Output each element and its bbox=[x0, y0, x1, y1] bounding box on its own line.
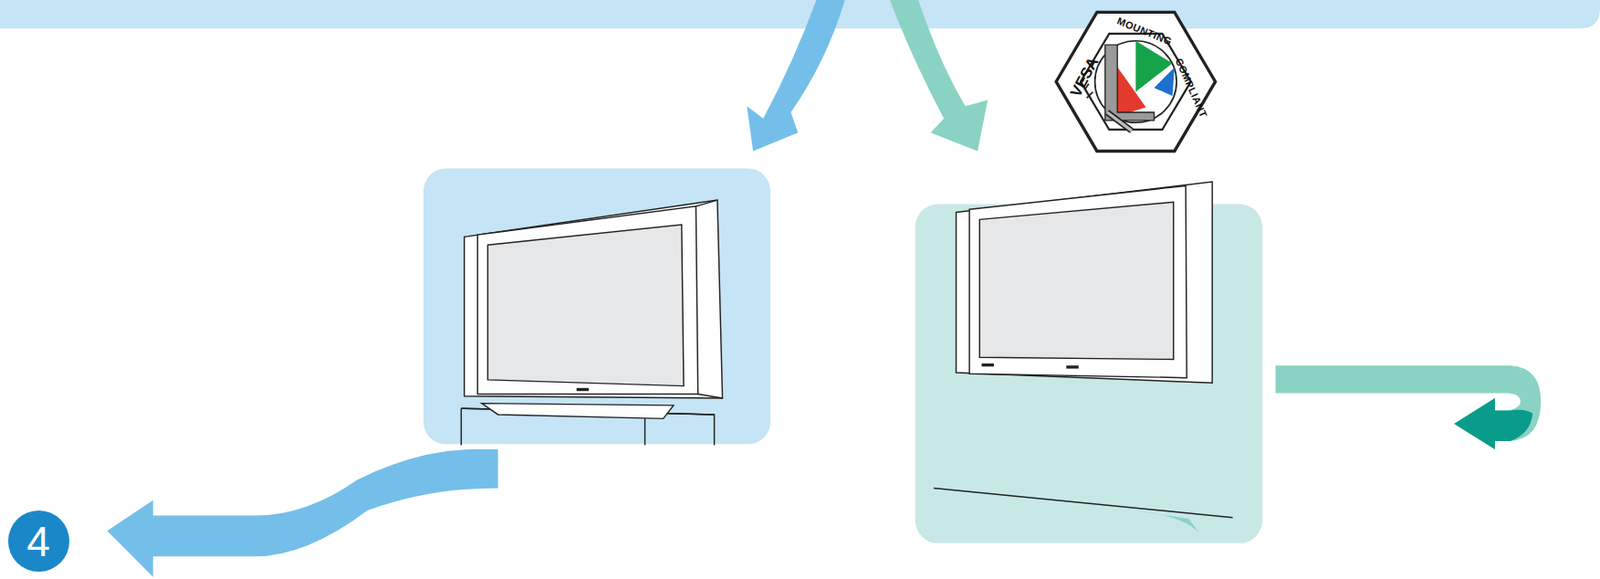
callout-circle bbox=[8, 510, 70, 572]
flow-arrow bbox=[1275, 365, 1542, 450]
vesa-logo bbox=[1056, 11, 1215, 151]
callout-number: 4 bbox=[26, 520, 51, 563]
stand-panel bbox=[423, 167, 771, 444]
flow-arrow bbox=[889, 0, 988, 151]
top-band bbox=[0, 0, 1600, 29]
flow-arrow bbox=[106, 449, 498, 577]
flow-arrow bbox=[746, 0, 845, 151]
